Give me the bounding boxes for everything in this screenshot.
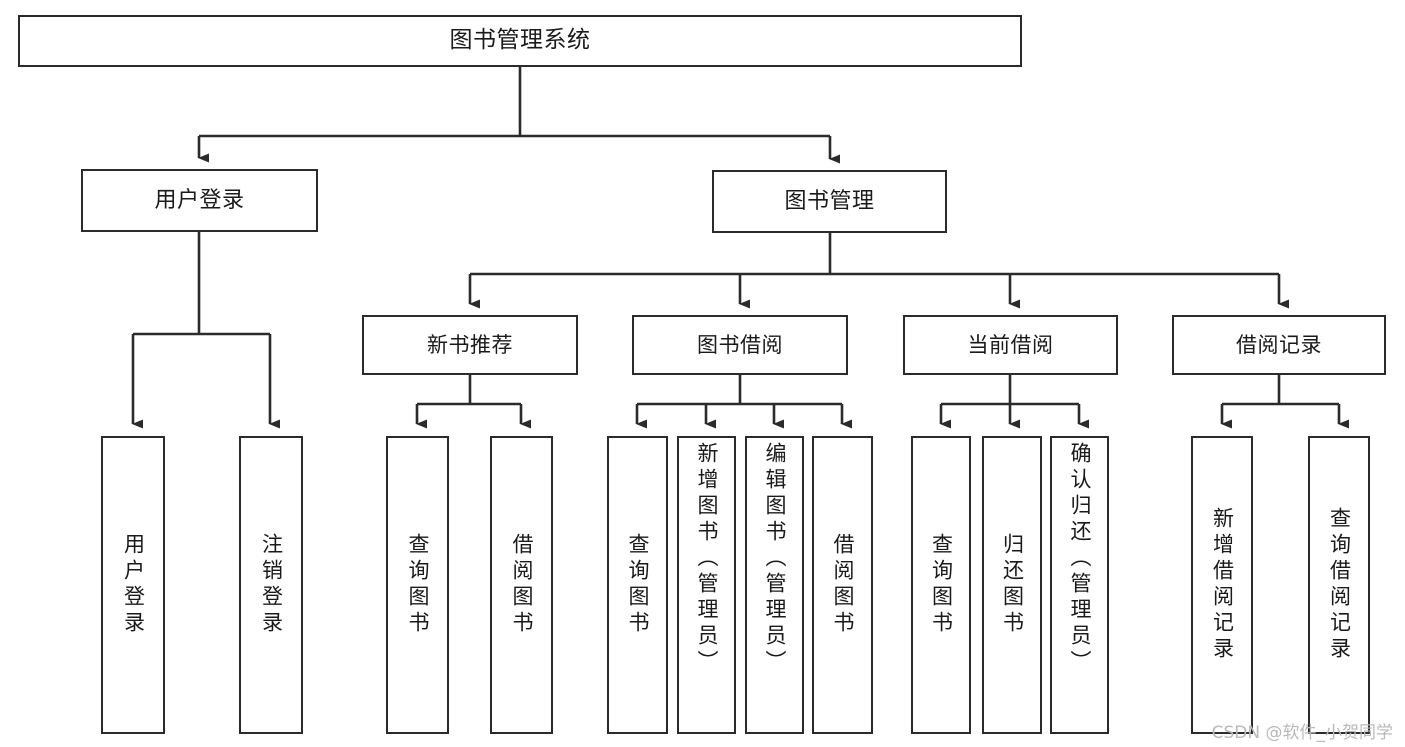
- node-label: 新书推荐: [427, 332, 513, 357]
- node-label: 编辑图书（管理员）: [763, 442, 787, 676]
- leaf-borrow-book-from-recommendation[interactable]: 借阅图书: [490, 436, 553, 734]
- node-label: 图书管理系统: [449, 27, 591, 54]
- node-label: 查询图书: [626, 533, 650, 637]
- leaf-add-book-admin[interactable]: 新增图书（管理员）: [677, 436, 736, 734]
- node-current-borrow[interactable]: 当前借阅: [903, 315, 1118, 375]
- leaf-user-login[interactable]: 用户登录: [101, 436, 165, 734]
- node-label: 借阅图书: [831, 533, 855, 637]
- node-label: 用户登录: [121, 533, 146, 637]
- node-label: 归还图书: [1000, 533, 1025, 637]
- node-new-book-recommendation[interactable]: 新书推荐: [362, 315, 578, 375]
- leaf-query-book-from-current[interactable]: 查询图书: [911, 436, 971, 734]
- node-book-management[interactable]: 图书管理: [712, 170, 947, 233]
- node-book-borrow[interactable]: 图书借阅: [632, 315, 848, 375]
- node-label: 图书借阅: [697, 332, 783, 357]
- leaf-query-book-from-borrow[interactable]: 查询图书: [607, 436, 668, 734]
- node-label: 借阅记录: [1236, 332, 1322, 357]
- leaf-query-book-from-recommendation[interactable]: 查询图书: [386, 436, 449, 734]
- node-label: 新增图书（管理员）: [695, 442, 719, 676]
- node-label: 借阅图书: [510, 533, 534, 637]
- leaf-return-book[interactable]: 归还图书: [982, 436, 1042, 734]
- leaf-query-borrow-record[interactable]: 查询借阅记录: [1308, 436, 1370, 734]
- node-root-book-management-system[interactable]: 图书管理系统: [18, 15, 1022, 67]
- node-label: 用户登录: [154, 187, 245, 213]
- node-user-login[interactable]: 用户登录: [81, 169, 318, 232]
- node-label: 注销登录: [259, 533, 284, 637]
- node-label: 当前借阅: [967, 332, 1054, 357]
- leaf-edit-book-admin[interactable]: 编辑图书（管理员）: [745, 436, 804, 734]
- leaf-add-borrow-record[interactable]: 新增借阅记录: [1191, 436, 1253, 734]
- leaf-confirm-return-admin[interactable]: 确认归还（管理员）: [1050, 436, 1109, 734]
- leaf-user-logout[interactable]: 注销登录: [239, 436, 303, 734]
- leaf-borrow-book-from-borrow[interactable]: 借阅图书: [812, 436, 873, 734]
- node-label: 新增借阅记录: [1210, 507, 1235, 663]
- node-label: 查询图书: [929, 533, 954, 637]
- node-label: 确认归还（管理员）: [1068, 442, 1092, 676]
- node-borrow-record[interactable]: 借阅记录: [1172, 315, 1386, 375]
- node-label: 查询图书: [406, 533, 430, 637]
- node-label: 图书管理: [784, 188, 875, 214]
- node-label: 查询借阅记录: [1327, 507, 1352, 663]
